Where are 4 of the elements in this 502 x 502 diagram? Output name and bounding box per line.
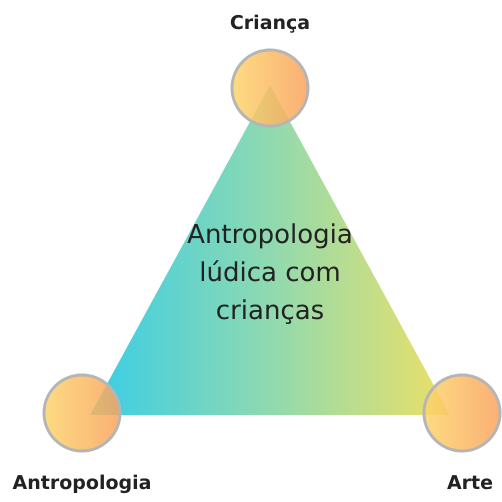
corner-label: Arte [446, 472, 494, 494]
center-title: Antropologia lúdica com crianças [186, 218, 354, 328]
corner-label: Antropologia [12, 472, 152, 494]
corner-label: Criança [230, 12, 310, 34]
